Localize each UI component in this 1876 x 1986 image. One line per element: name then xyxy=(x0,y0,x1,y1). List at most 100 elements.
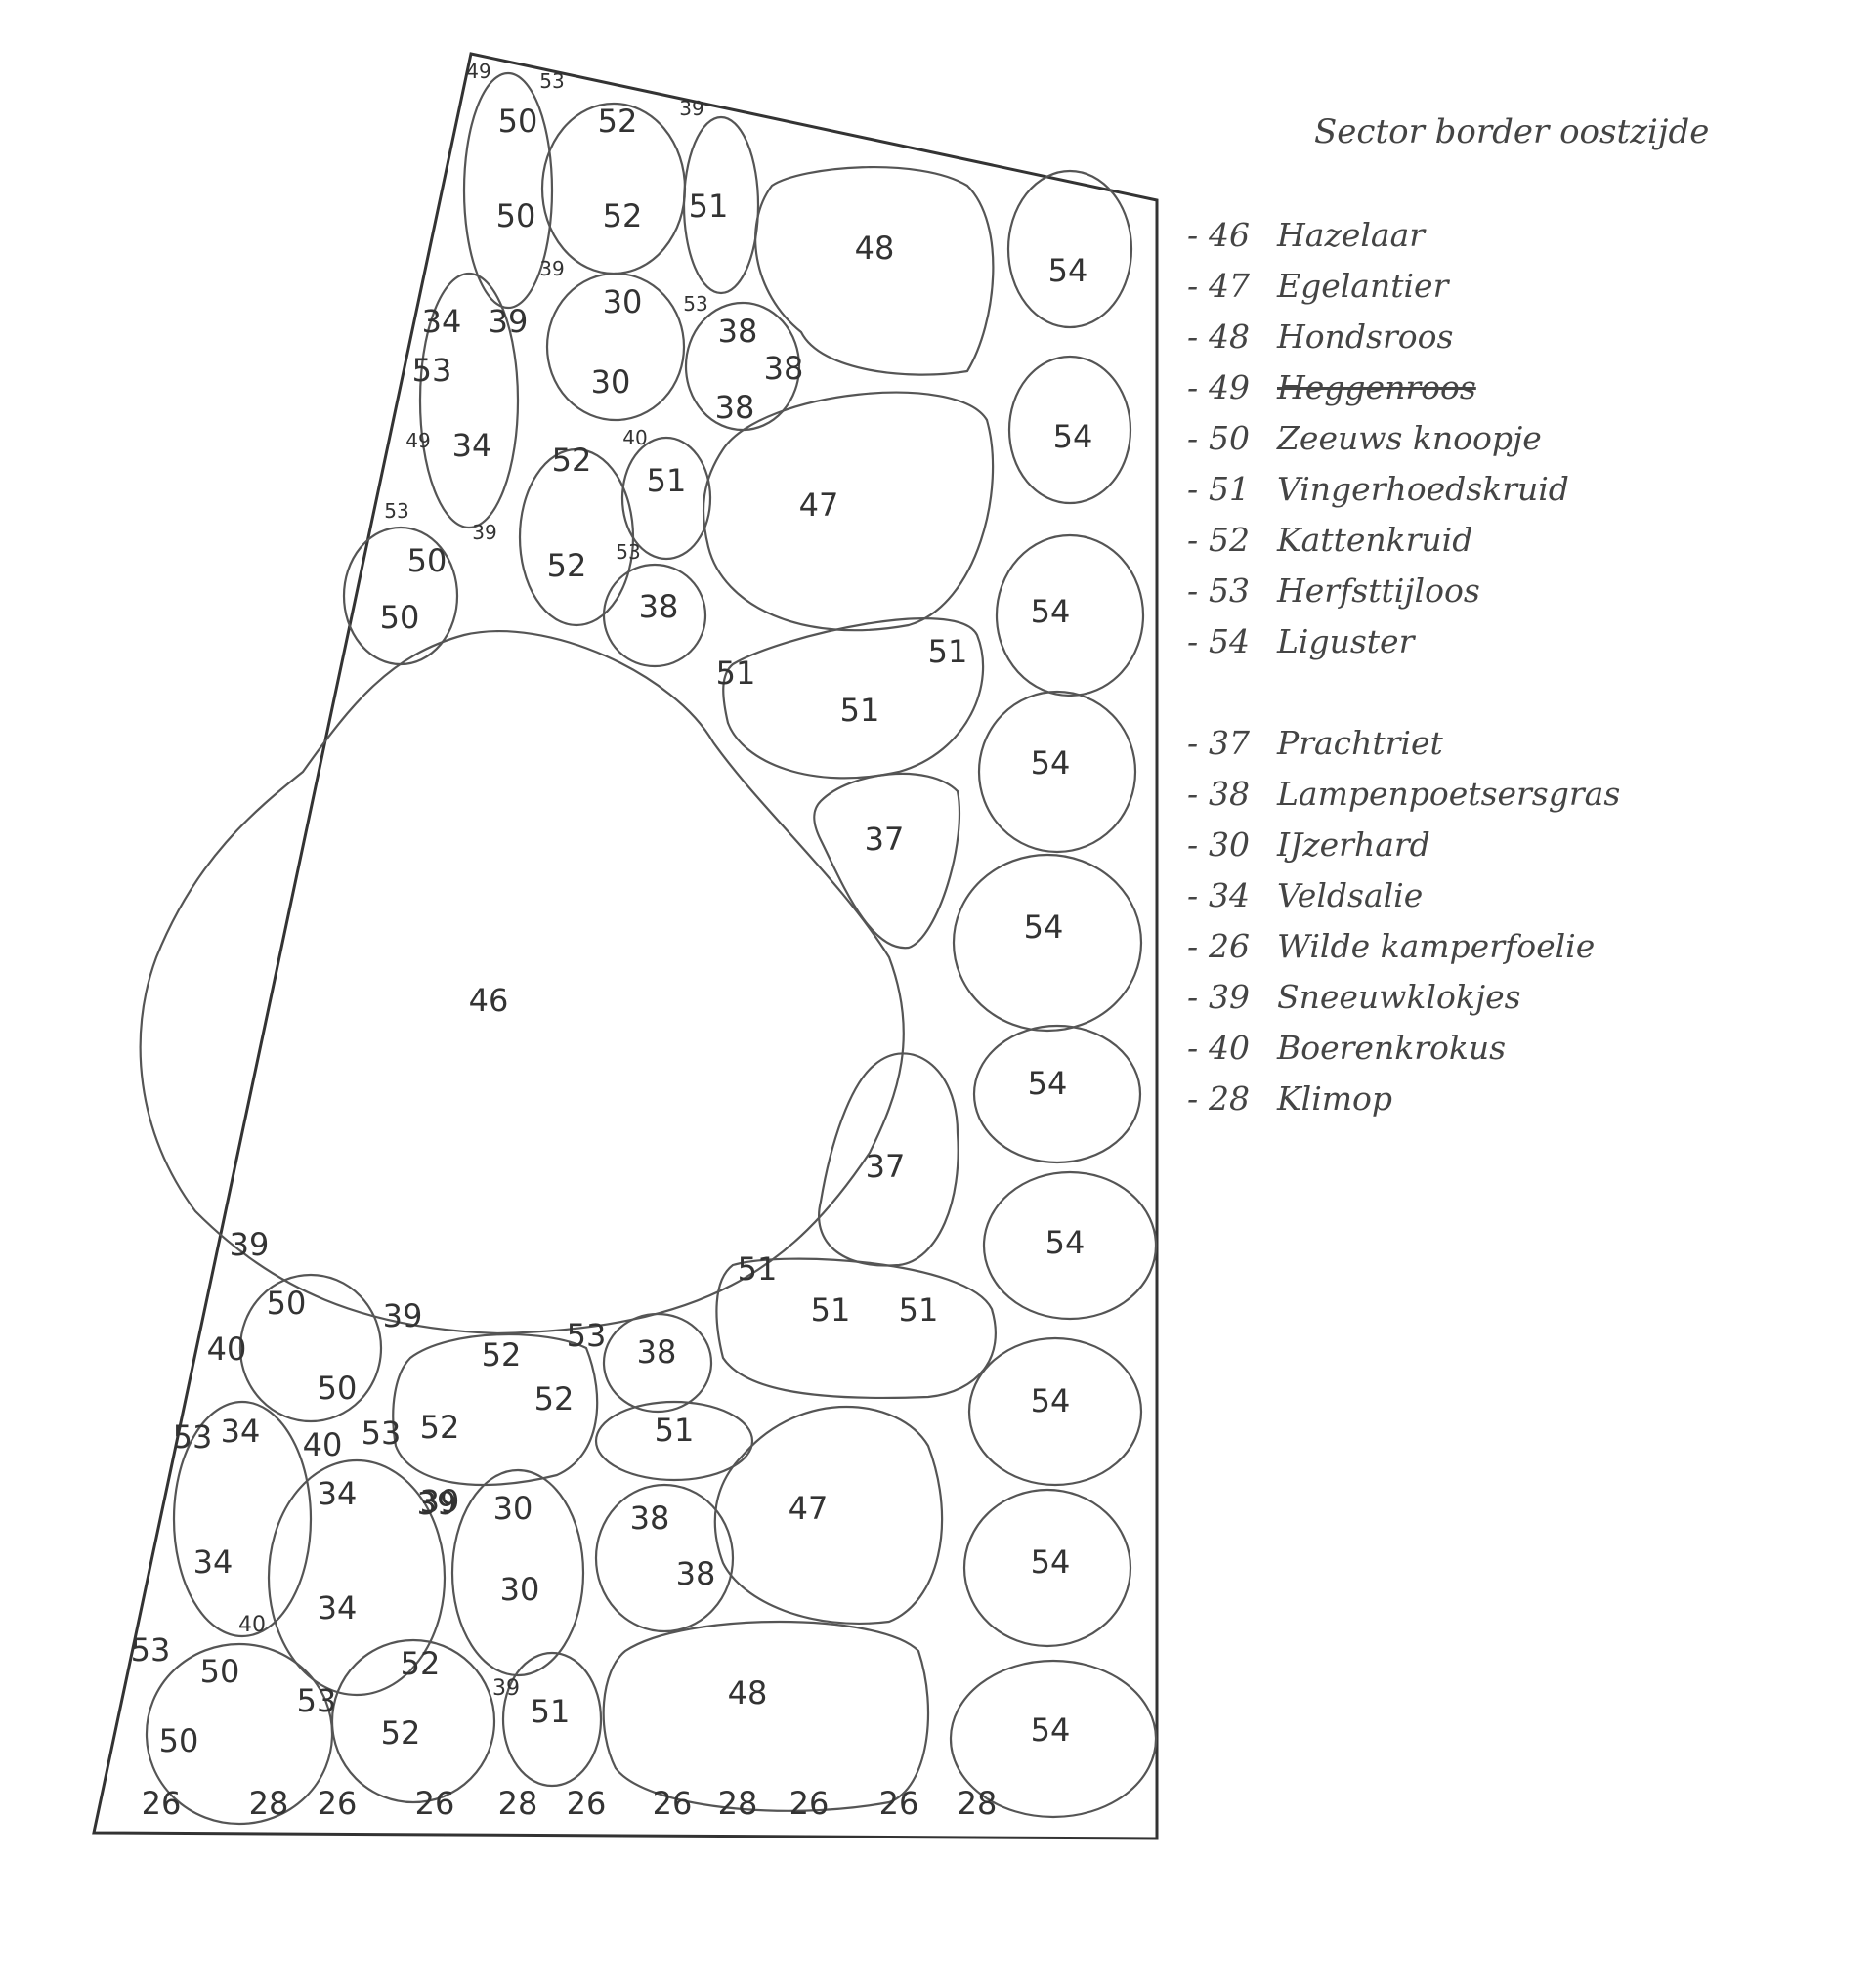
plot-label: 26 xyxy=(789,1785,830,1822)
plot-label: 37 xyxy=(865,821,905,858)
plot-label: 28 xyxy=(498,1785,538,1822)
plot-label: 34 xyxy=(221,1413,261,1450)
legend-dash: - xyxy=(1187,368,1199,406)
plot-label: 52 xyxy=(534,1380,575,1417)
plot-label: 51 xyxy=(531,1693,571,1730)
plot-label: 52 xyxy=(401,1645,441,1682)
plot-label: 53 xyxy=(567,1317,607,1354)
legend-plant-name: Prachtriet xyxy=(1277,724,1443,762)
plot-label: 53 xyxy=(384,499,408,523)
plot-label: 51 xyxy=(811,1291,851,1329)
planting-area xyxy=(545,272,686,422)
plot-label: 53 xyxy=(362,1415,402,1452)
plot-label: 26 xyxy=(142,1785,182,1822)
plot-label: 53 xyxy=(683,292,707,316)
plot-label: 47 xyxy=(799,486,839,524)
planting-area xyxy=(418,272,520,529)
plot-label: 38 xyxy=(630,1500,670,1537)
plot-label: 52 xyxy=(547,547,587,584)
plot-label: 48 xyxy=(855,230,895,267)
plot-label: 39 xyxy=(230,1226,270,1263)
plot-label: 34 xyxy=(193,1543,234,1581)
legend-number: 28 xyxy=(1209,1079,1250,1118)
planting-area xyxy=(594,1483,735,1633)
legend-number: 49 xyxy=(1209,368,1250,406)
plot-label: 53 xyxy=(297,1682,337,1719)
plot-label: 52 xyxy=(381,1714,421,1752)
plot-label: 52 xyxy=(598,103,638,140)
plot-label: 50 xyxy=(498,103,538,140)
plot-label: 50 xyxy=(200,1653,240,1690)
planting-area xyxy=(702,391,995,632)
plot-label: 50 xyxy=(267,1285,307,1322)
planting-area xyxy=(602,563,707,668)
plot-label: 50 xyxy=(159,1722,199,1759)
plot-label: 51 xyxy=(716,655,756,692)
legend-number: 40 xyxy=(1209,1029,1250,1067)
legend-dash: - xyxy=(1187,571,1199,610)
plot-label: 53 xyxy=(412,352,452,389)
legend-dash: - xyxy=(1187,317,1199,356)
plot-label: 51 xyxy=(655,1412,695,1449)
plot-label: 51 xyxy=(928,633,968,670)
plot-label: 50 xyxy=(380,599,420,636)
plot-label: 52 xyxy=(603,197,643,234)
legend-number: 34 xyxy=(1209,876,1250,914)
planting-area xyxy=(392,1332,599,1487)
plot-label: 28 xyxy=(718,1785,758,1822)
legend-number: 53 xyxy=(1209,571,1250,610)
plot-label: 54 xyxy=(1024,908,1064,946)
legend-dash: - xyxy=(1187,775,1199,813)
legend-plant-name: Klimop xyxy=(1277,1079,1393,1118)
plot-label: 39 xyxy=(472,521,496,544)
plot-label: 54 xyxy=(1031,1382,1071,1419)
legend-dash: - xyxy=(1187,825,1199,864)
plot-label: 53 xyxy=(131,1631,171,1669)
plot-label: 38 xyxy=(637,1333,677,1371)
planting-area xyxy=(972,1024,1142,1164)
planting-area xyxy=(722,617,985,780)
plot-label: 28 xyxy=(958,1785,998,1822)
plot-label: 34 xyxy=(422,303,462,340)
plot-label: 47 xyxy=(789,1490,829,1527)
legend-number: 37 xyxy=(1209,724,1250,762)
legend-plant-name: Egelantier xyxy=(1277,267,1449,305)
legend-spacer xyxy=(1187,667,1695,718)
planting-area xyxy=(501,1651,603,1788)
plot-label: 40 xyxy=(238,1613,266,1637)
plot-label: 50 xyxy=(496,197,536,234)
plot-label: 54 xyxy=(1045,1224,1086,1261)
planting-area xyxy=(682,115,760,295)
plot-label: 53 xyxy=(616,540,640,564)
planting-area xyxy=(602,1312,713,1414)
legend-dash: - xyxy=(1187,1079,1199,1118)
plot-label: 51 xyxy=(647,462,687,499)
legend-number: 26 xyxy=(1209,927,1250,965)
plot-label: 46 xyxy=(469,982,509,1019)
planting-area xyxy=(754,165,995,376)
planting-area xyxy=(818,1052,959,1267)
legend-plant-name: Vingerhoedskruid xyxy=(1277,470,1569,508)
planting-area xyxy=(967,1336,1143,1487)
plot-label: 51 xyxy=(738,1250,778,1288)
plot-label: 39 xyxy=(489,303,529,340)
plot-label: 54 xyxy=(1028,1065,1068,1102)
planting-area xyxy=(715,1257,997,1400)
plot-label: 28 xyxy=(249,1785,289,1822)
plot-label: 34 xyxy=(318,1475,358,1512)
legend-dash: - xyxy=(1187,521,1199,559)
plot-label: 39 xyxy=(679,97,704,120)
legend-number: 46 xyxy=(1209,216,1250,254)
legend-plant-name: Zeeuws knoopje xyxy=(1277,419,1542,457)
plot-label: 48 xyxy=(728,1674,768,1711)
legend-plant-name: Hazelaar xyxy=(1277,216,1426,254)
legend-plant-name: Hondsroos xyxy=(1277,317,1454,356)
legend-dash: - xyxy=(1187,876,1199,914)
plot-label: 30 xyxy=(591,363,631,401)
planting-area xyxy=(977,690,1137,854)
